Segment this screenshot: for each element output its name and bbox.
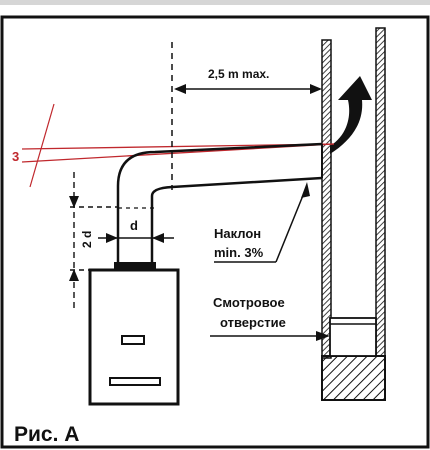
boiler-collar	[114, 262, 156, 270]
max-distance-dimension: 2,5 m max.	[174, 67, 322, 94]
callout-strike	[29, 103, 55, 188]
diameter-arrow-left	[106, 233, 118, 243]
diameter-label: d	[130, 218, 138, 233]
pipe-inner-edge	[150, 176, 323, 206]
callout-number: 3	[12, 149, 19, 164]
boiler-unit	[88, 262, 180, 406]
slope-label-line1: Наклон	[214, 226, 261, 241]
rise-arrow-top	[69, 196, 79, 208]
vertical-pipe: d	[98, 206, 174, 262]
wall	[321, 27, 386, 401]
diameter-arrow-right	[152, 233, 164, 243]
inspection-label-line2: отверстие	[220, 315, 286, 330]
page-top-border	[0, 0, 430, 5]
figure-frame	[0, 15, 430, 449]
inspection-annotation: Смотровое отверстие	[210, 295, 330, 341]
rise-height-dimension: 2 d	[69, 172, 118, 312]
max-distance-label: 2,5 m max.	[208, 67, 269, 81]
slope-leader-arrow	[301, 182, 310, 198]
figure-caption: Рис. А	[14, 423, 79, 446]
pipe-outer-edge	[116, 142, 323, 206]
rise-arrow-bottom	[69, 269, 79, 281]
slope-annotation: Наклон min. 3%	[214, 182, 310, 263]
slope-leader-diagonal	[275, 187, 307, 263]
inspection-label-line1: Смотровое	[213, 295, 285, 310]
rise-height-label: 2 d	[80, 231, 94, 248]
wall-right-hatch	[375, 27, 386, 357]
boiler-vent-slot	[109, 377, 161, 386]
inspection-leader-arrow	[316, 331, 330, 341]
slope-label-line2: min. 3%	[214, 245, 264, 260]
flue-pipe	[116, 142, 323, 206]
wall-base-hatch	[321, 355, 386, 401]
wall-left-hatch	[321, 39, 332, 359]
max-distance-arrow-left	[174, 84, 186, 94]
boiler-indicator	[121, 335, 145, 345]
exhaust-arrow-icon	[330, 76, 372, 154]
max-distance-arrow-right	[310, 84, 322, 94]
